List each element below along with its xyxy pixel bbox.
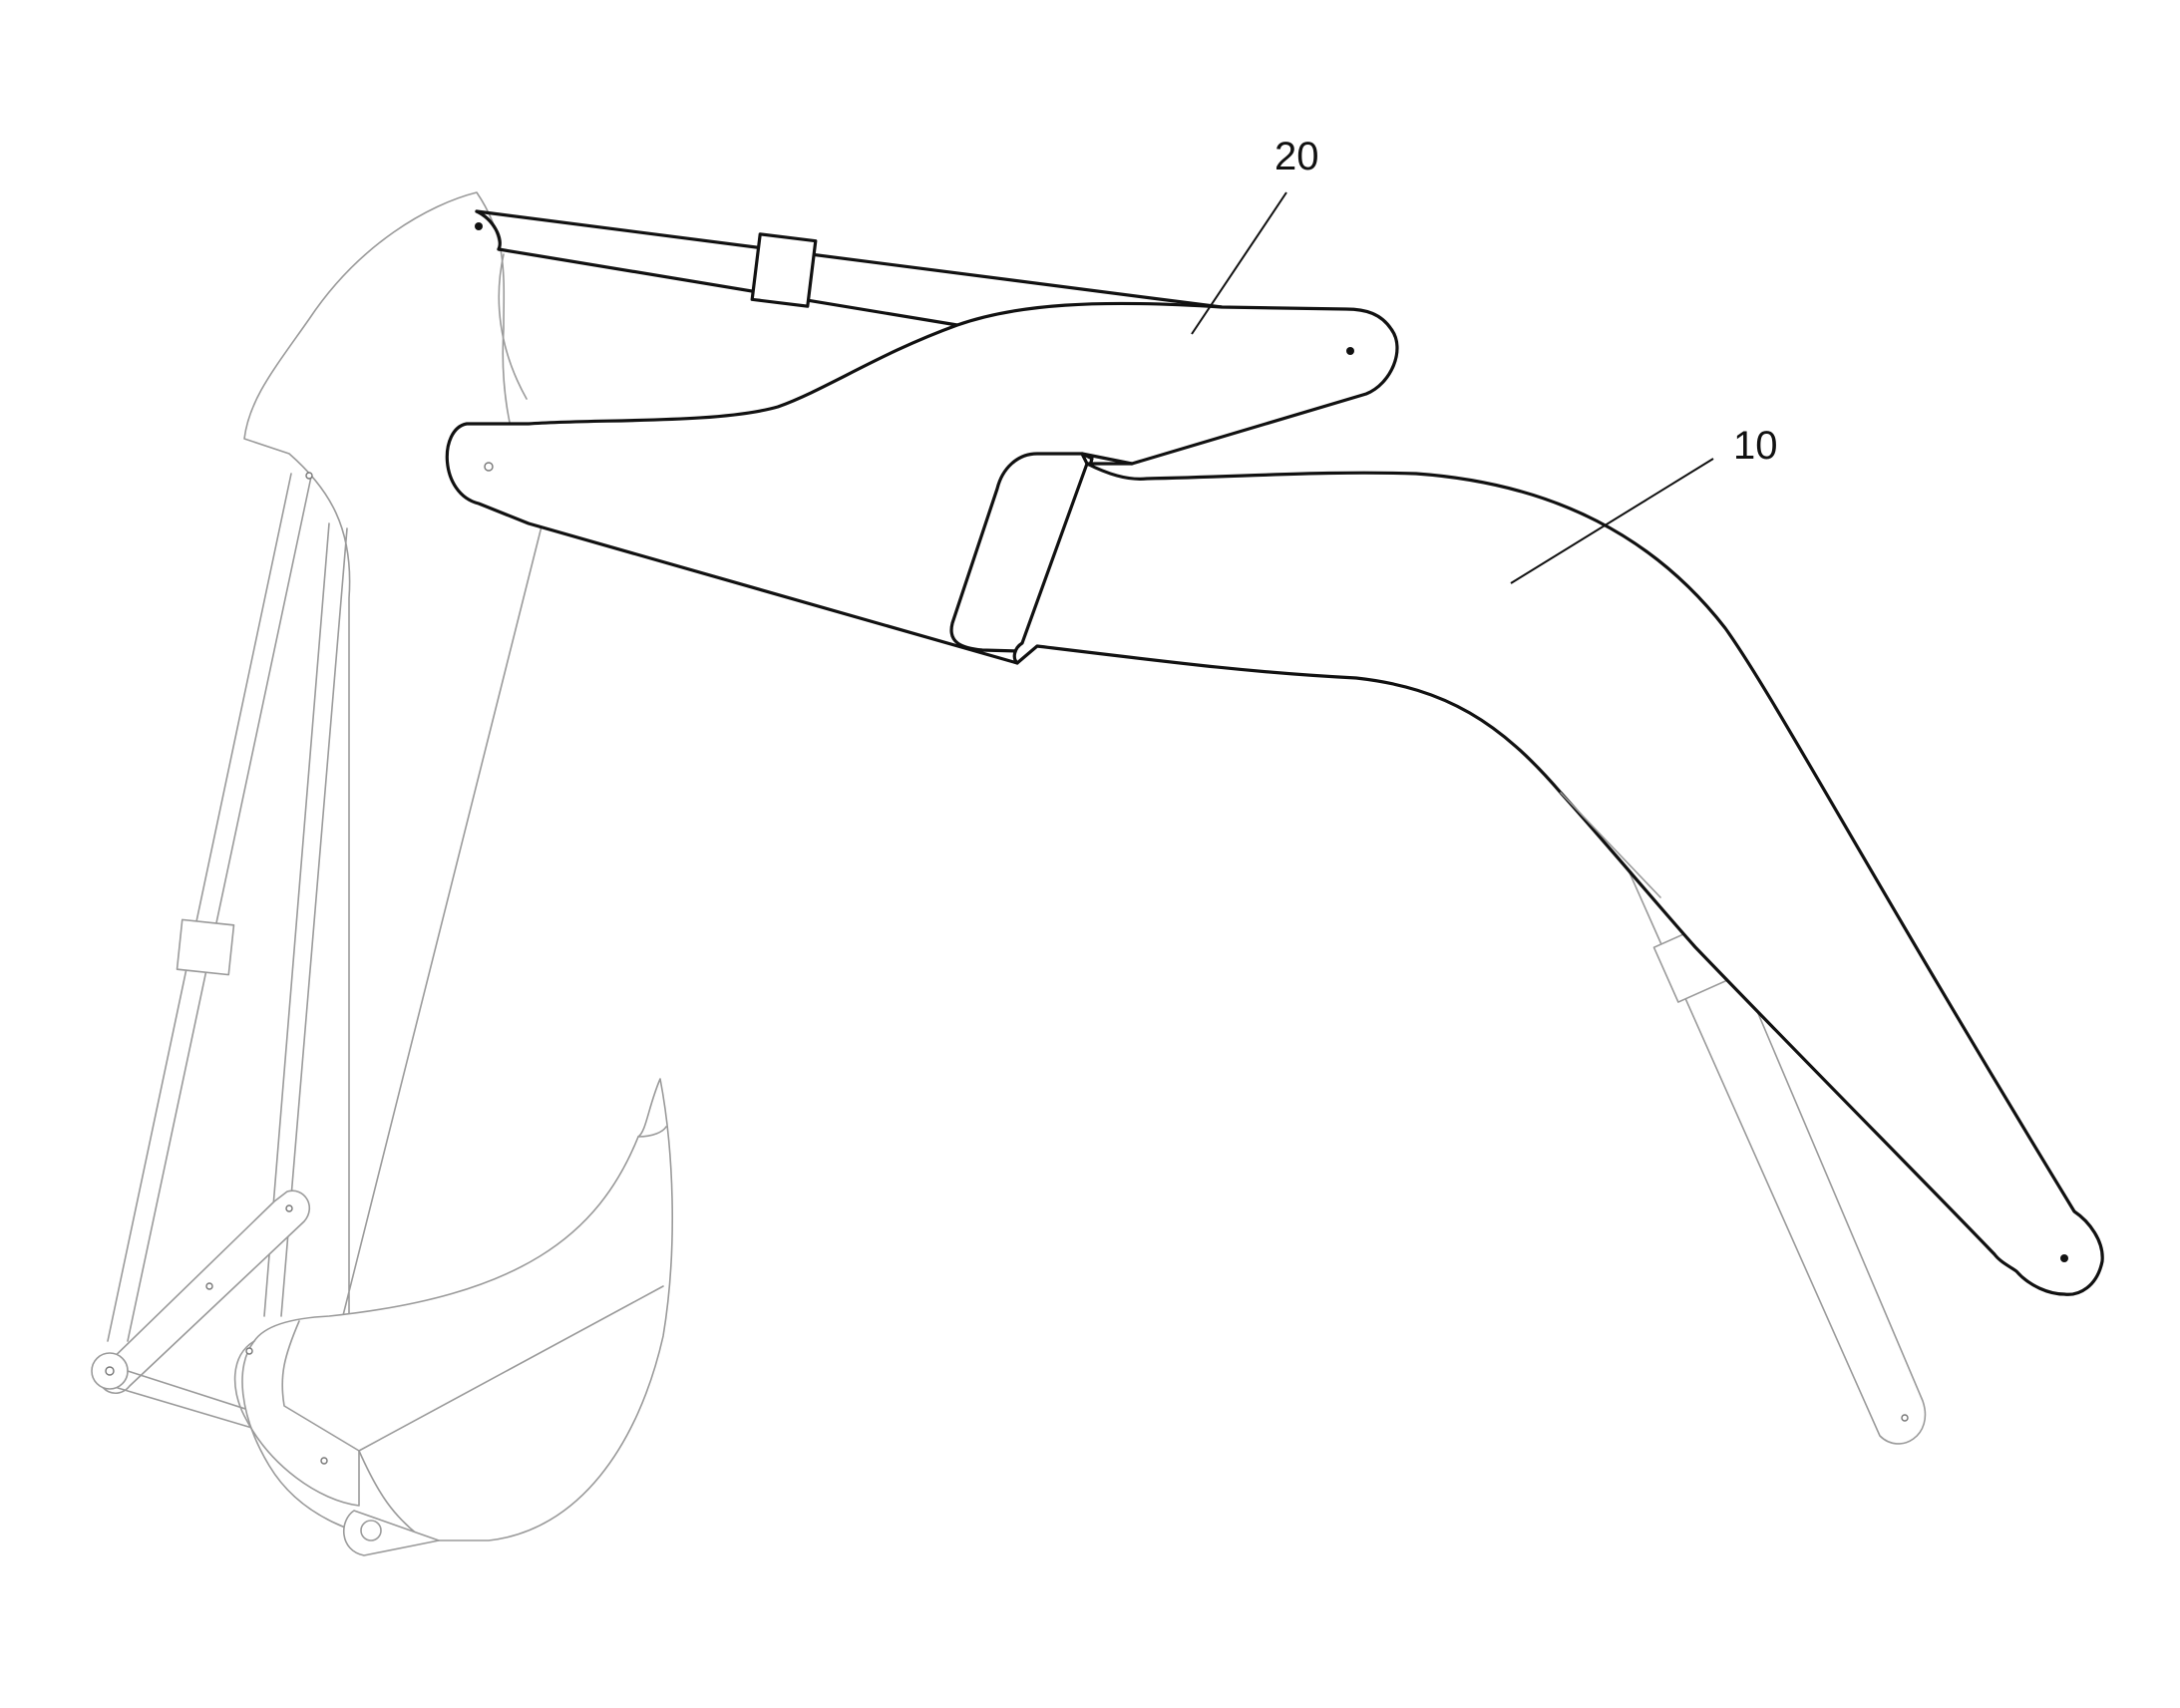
reference-labels: 20 10: [1191, 135, 1778, 584]
bucket-cylinder-rod-b: [127, 476, 312, 1342]
boom-foot-pin: [2060, 1254, 2068, 1262]
bucket-floor: [358, 1450, 420, 1537]
bucket-side-plate: [233, 1340, 360, 1507]
boom-leader-line: [1510, 458, 1714, 584]
bucket-cylinder-collar: [176, 918, 235, 976]
bucket-pin-a: [245, 1347, 253, 1355]
bucket-cylinder-inner-a: [263, 522, 330, 1317]
bucket-assembly: [91, 191, 673, 1556]
boom-cylinder-pin-bottom: [1901, 1414, 1909, 1422]
arm-pivot-pin: [484, 462, 494, 472]
boom-reference-label: 10: [1733, 424, 1778, 468]
linkage-pin-mid: [205, 1282, 213, 1290]
bucket-tooth-pin: [360, 1520, 382, 1541]
linkage-pin-top: [285, 1204, 293, 1212]
bucket-rim: [281, 1285, 664, 1452]
boom-lower-overlap: [1560, 792, 1661, 898]
linkage-pin-left-center: [105, 1366, 115, 1376]
dipper-inner-curve: [498, 253, 528, 400]
boom-body: [1012, 462, 2104, 1296]
arm-cylinder-end: [475, 209, 502, 251]
boom-10: [1012, 462, 2104, 1296]
bucket-cylinder-inner-b: [280, 527, 348, 1317]
bucket-inner-edge: [637, 1126, 667, 1138]
arm-cylinder-rod-top: [475, 209, 1224, 309]
arm-cylinder-collar: [750, 232, 818, 308]
arm-reference-label: 20: [1274, 135, 1319, 178]
arm-end-pin: [1346, 347, 1354, 355]
bucket-body: [241, 1078, 673, 1541]
arm-cylinder-pin: [475, 222, 483, 230]
arm-cylinder-rod-bottom: [497, 247, 959, 327]
bucket-cylinder-rod-a: [107, 473, 292, 1342]
bucket-pin-c: [305, 472, 313, 480]
bucket-pin-b: [320, 1457, 328, 1465]
arm-leader-line: [1191, 191, 1287, 335]
arm-bracket-inner: [949, 452, 1084, 653]
